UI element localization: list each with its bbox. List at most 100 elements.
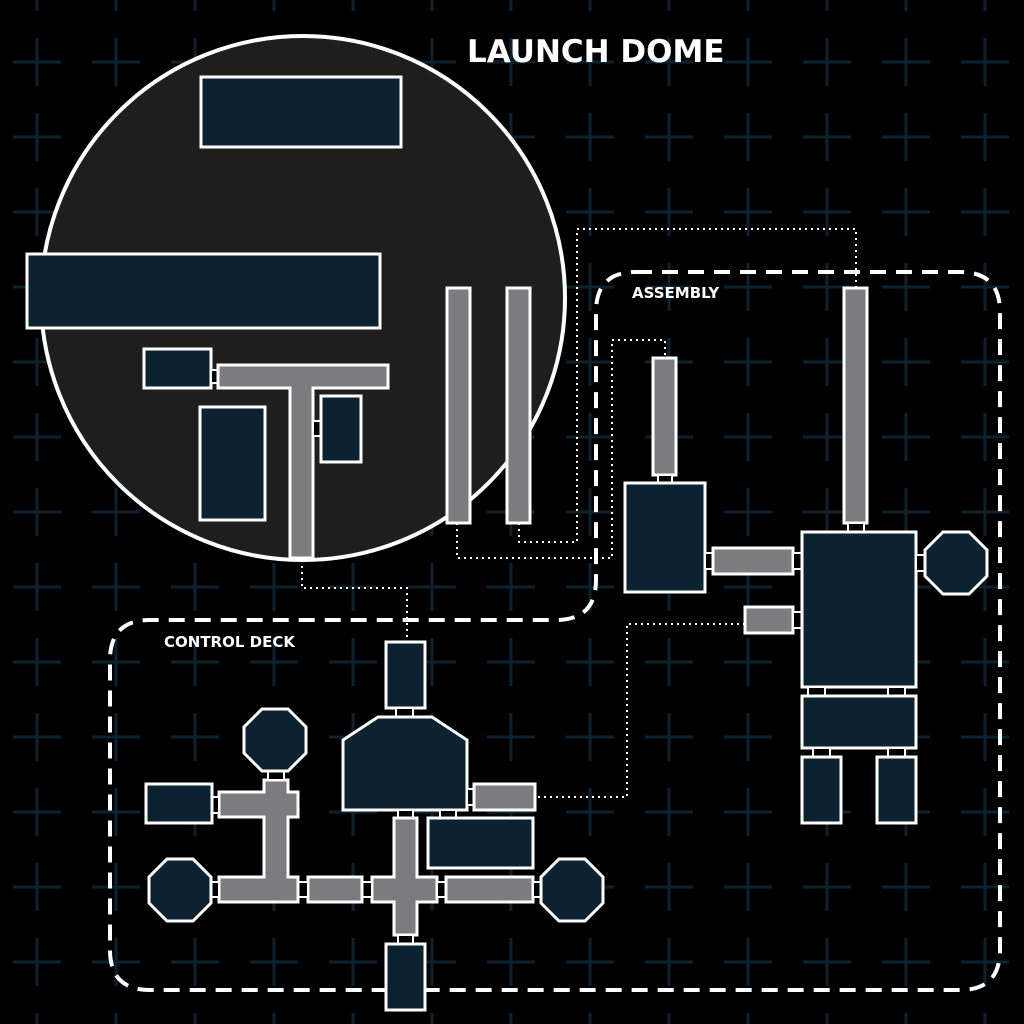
grid-cross [351, 1013, 355, 1024]
grid-cross [724, 38, 772, 86]
grid-cross [566, 38, 614, 86]
room-dome-top[interactable] [199, 75, 403, 149]
grid-cross [566, 788, 614, 836]
grid-cross [171, 938, 219, 986]
corridor-control-east[interactable] [444, 875, 535, 904]
grid-cross [588, 0, 592, 11]
room-assembly-bay-right[interactable] [875, 755, 918, 825]
grid-cross [724, 938, 772, 986]
corridor-control-cross[interactable] [370, 816, 439, 937]
grid-cross [566, 938, 614, 986]
grid-cross [645, 38, 693, 86]
grid-cross [487, 713, 535, 761]
room-dome-right[interactable] [319, 394, 363, 464]
grid-cross [193, 1013, 197, 1024]
room-control-south[interactable] [384, 942, 427, 1012]
room-dome-small[interactable] [142, 347, 213, 390]
grid-cross [487, 563, 535, 611]
grid-cross [961, 113, 1009, 161]
grid-cross [13, 788, 61, 836]
corridor-assembly-link[interactable] [711, 546, 795, 576]
grid-cross [961, 338, 1009, 386]
grid-cross [92, 788, 140, 836]
grid-cross [803, 188, 851, 236]
grid-cross [92, 863, 140, 911]
room-assembly-main[interactable] [800, 530, 918, 689]
grid-cross [746, 0, 750, 11]
launch-rail-2[interactable] [505, 286, 532, 525]
zone-label-launch-dome: LAUNCH DOME [467, 34, 725, 70]
corridor-control-west-link[interactable] [306, 875, 364, 904]
grid-cross [667, 0, 671, 11]
room-control-octagon-west[interactable] [147, 857, 213, 923]
grid-cross [803, 113, 851, 161]
grid-cross [724, 338, 772, 386]
corridor-control-east-stub[interactable] [472, 782, 537, 812]
grid-cross [171, 713, 219, 761]
grid-cross [645, 113, 693, 161]
grid-cross [13, 638, 61, 686]
room-assembly-south[interactable] [800, 694, 918, 750]
grid-cross [430, 0, 434, 11]
grid-cross [746, 1013, 750, 1024]
grid-cross [645, 713, 693, 761]
grid-cross [35, 1013, 39, 1024]
room-assembly-octagon[interactable] [923, 530, 989, 596]
grid-cross [724, 413, 772, 461]
grid-cross [92, 38, 140, 86]
grid-cross [272, 0, 276, 11]
grid-cross [803, 863, 851, 911]
corridor-dome-t[interactable] [216, 363, 390, 560]
grid-cross [645, 863, 693, 911]
room-control-east[interactable] [426, 816, 535, 870]
grid-cross [329, 638, 377, 686]
grid-cross [645, 638, 693, 686]
grid-cross [882, 338, 930, 386]
room-control-octagon-north[interactable] [242, 707, 308, 773]
grid-cross [114, 1013, 118, 1024]
grid-cross [13, 563, 61, 611]
grid-cross [487, 638, 535, 686]
corridor-control-west[interactable] [217, 778, 300, 904]
grid-cross [193, 0, 197, 11]
grid-cross [13, 38, 61, 86]
grid-cross [882, 938, 930, 986]
room-control-bridge[interactable] [341, 715, 469, 812]
room-assembly-bay-left[interactable] [800, 755, 843, 825]
grid-cross [92, 938, 140, 986]
grid-cross [882, 188, 930, 236]
grid-cross [35, 0, 39, 11]
grid-cross [566, 488, 614, 536]
grid-cross [430, 1013, 434, 1024]
corridor-assembly-tower[interactable] [842, 286, 869, 525]
grid-cross [961, 413, 1009, 461]
path-dome-to-assembly-b [518, 228, 857, 543]
grid-cross [983, 1013, 987, 1024]
launch-rail-1[interactable] [445, 286, 472, 525]
grid-cross [92, 713, 140, 761]
grid-cross [13, 188, 61, 236]
grid-cross [724, 863, 772, 911]
grid-cross [509, 0, 513, 11]
corridor-assembly-stub[interactable] [743, 605, 795, 635]
room-dome-long[interactable] [25, 252, 382, 330]
grid-cross [250, 563, 298, 611]
path-control-to-assembly [526, 623, 757, 798]
room-control-north[interactable] [384, 640, 427, 710]
room-dome-left[interactable] [198, 405, 267, 522]
grid-cross [487, 938, 535, 986]
corridor-assembly-north[interactable] [651, 356, 678, 477]
dotted-connections [301, 228, 857, 798]
room-control-octagon-east[interactable] [539, 857, 605, 923]
grid-cross [13, 413, 61, 461]
room-control-west[interactable] [144, 782, 214, 825]
grid-cross [724, 488, 772, 536]
room-assembly-west[interactable] [623, 481, 707, 594]
grid-cross [250, 638, 298, 686]
grid-cross [645, 788, 693, 836]
grid-cross [904, 0, 908, 11]
zone-boundary-assembly-control-deck [108, 270, 1002, 992]
grid-cross [408, 563, 456, 611]
grid-cross [13, 863, 61, 911]
